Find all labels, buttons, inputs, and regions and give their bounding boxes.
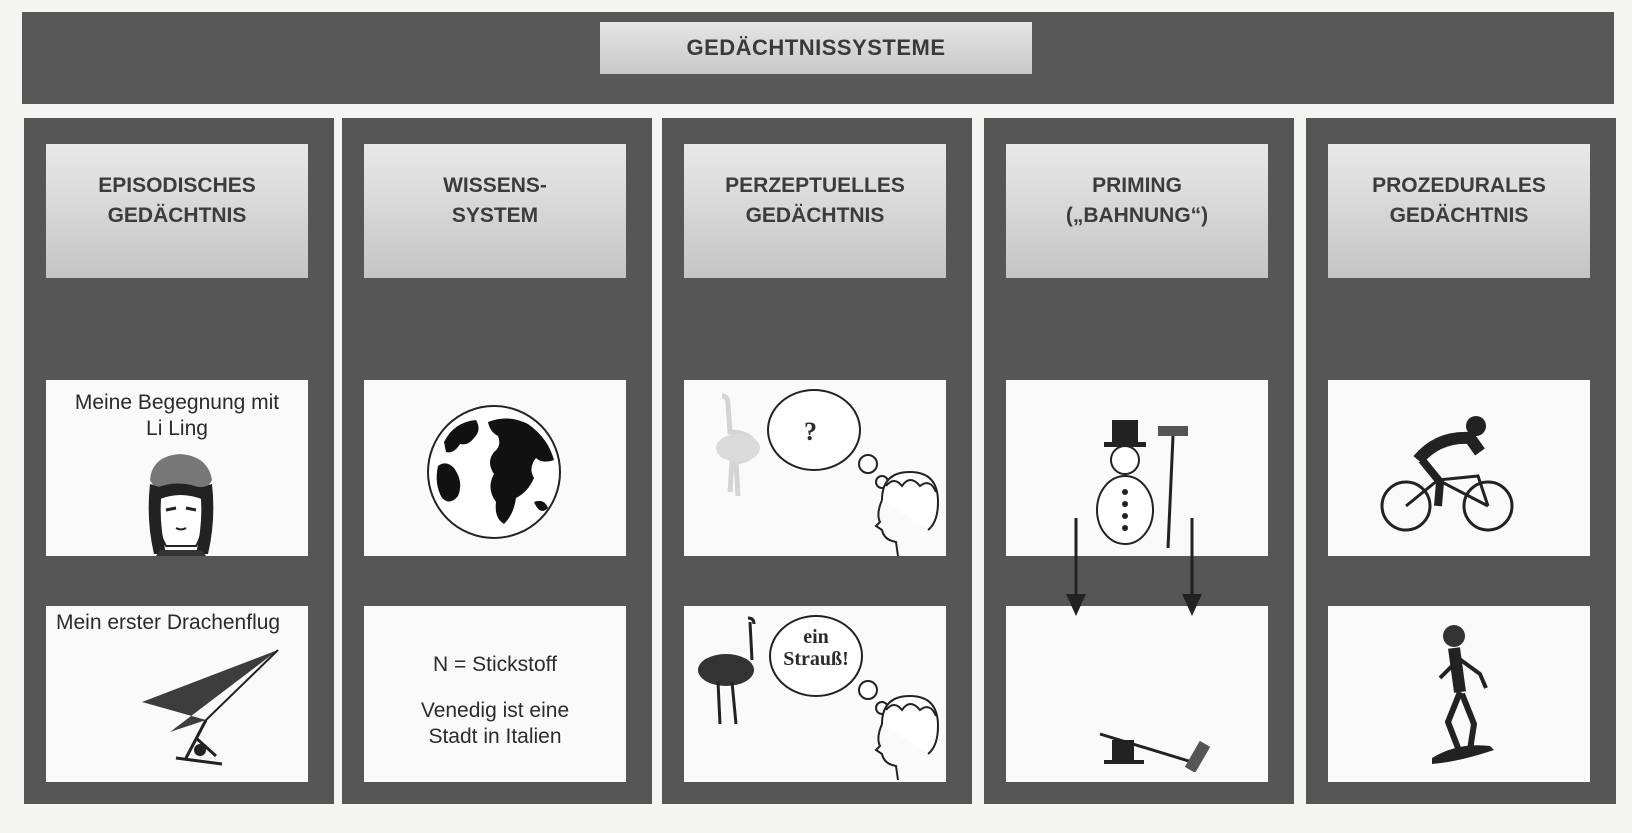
column-title-line2: GEDÄCHTNIS (107, 204, 247, 227)
arrow-down-icon (1066, 518, 1086, 616)
column-title: EPISODISCHES GEDÄCHTNIS (46, 144, 308, 278)
arrow-down-icon (1182, 518, 1202, 616)
thought-bubble-icon (769, 615, 889, 715)
cyclist-icon (1380, 416, 1514, 532)
panel-facts: N = Stickstoff Venedig ist eine Stadt in… (364, 606, 626, 782)
fallen-hat-broom-icon (1099, 732, 1211, 772)
column-title-line2: SYSTEM (451, 204, 539, 227)
fact-venice: Venedig ist eine Stadt in Italien (420, 699, 570, 749)
skateboarder-icon (1432, 625, 1494, 764)
person-head-icon (874, 470, 940, 556)
hang-glider-icon (142, 649, 279, 766)
panel-snowman (1006, 380, 1268, 556)
panel-fallen-hat (1006, 606, 1268, 782)
column-title-line2: GEDÄCHTNIS (745, 204, 885, 227)
globe-icon (427, 405, 561, 539)
column-procedural-memory: PROZEDURALES GEDÄCHTNIS (1306, 118, 1616, 804)
bubble-answer-line2: Strauß! (783, 648, 849, 670)
woman-portrait-icon (148, 454, 214, 556)
panel-caption: Meine Begegnung mit Li Ling (74, 391, 280, 441)
diagram-title: GEDÄCHTNISSYSTEME (600, 22, 1032, 74)
column-title: PRIMING („BAHNUNG“) (1006, 144, 1268, 278)
column-episodic-memory: EPISODISCHES GEDÄCHTNIS Meine Begegnung m… (24, 118, 334, 804)
column-title-line2: („BAHNUNG“) (1065, 204, 1209, 227)
faded-ostrich-icon (716, 393, 760, 497)
column-title: PERZEPTUELLES GEDÄCHTNIS (684, 144, 946, 278)
column-title: WISSENS- SYSTEM (364, 144, 626, 278)
column-title-line1: PERZEPTUELLES (725, 173, 905, 197)
panel-first-flight: Mein erster Drachenflug (46, 606, 308, 782)
column-knowledge-system: WISSENS- SYSTEM N = Stickstoff Venedig is… (342, 118, 652, 804)
person-head-icon (874, 694, 940, 780)
panel-encounter: Meine Begegnung mit Li Ling (46, 380, 308, 556)
column-title-line1: WISSENS- (443, 173, 547, 197)
bubble-answer-line1: ein (803, 626, 829, 648)
panel-caption: Mein erster Drachenflug (56, 611, 281, 634)
column-title: PROZEDURALES GEDÄCHTNIS (1328, 144, 1590, 278)
panel-unrecognized: ? (684, 380, 946, 556)
column-perceptual-memory: PERZEPTUELLES GEDÄCHTNIS ? (662, 118, 972, 804)
panel-globe (364, 380, 626, 556)
ostrich-icon (698, 616, 756, 725)
bubble-question: ? (804, 417, 817, 446)
column-title-line1: EPISODISCHES (98, 173, 256, 197)
column-title-line2: GEDÄCHTNIS (1389, 204, 1529, 227)
panel-cycling (1328, 380, 1590, 556)
column-priming: PRIMING („BAHNUNG“) (984, 118, 1294, 804)
fact-nitrogen: N = Stickstoff (433, 653, 557, 676)
column-title-line1: PRIMING (1092, 173, 1182, 197)
panel-skateboarding (1328, 606, 1590, 782)
snowman-icon (1096, 420, 1188, 549)
column-title-line1: PROZEDURALES (1372, 173, 1546, 197)
